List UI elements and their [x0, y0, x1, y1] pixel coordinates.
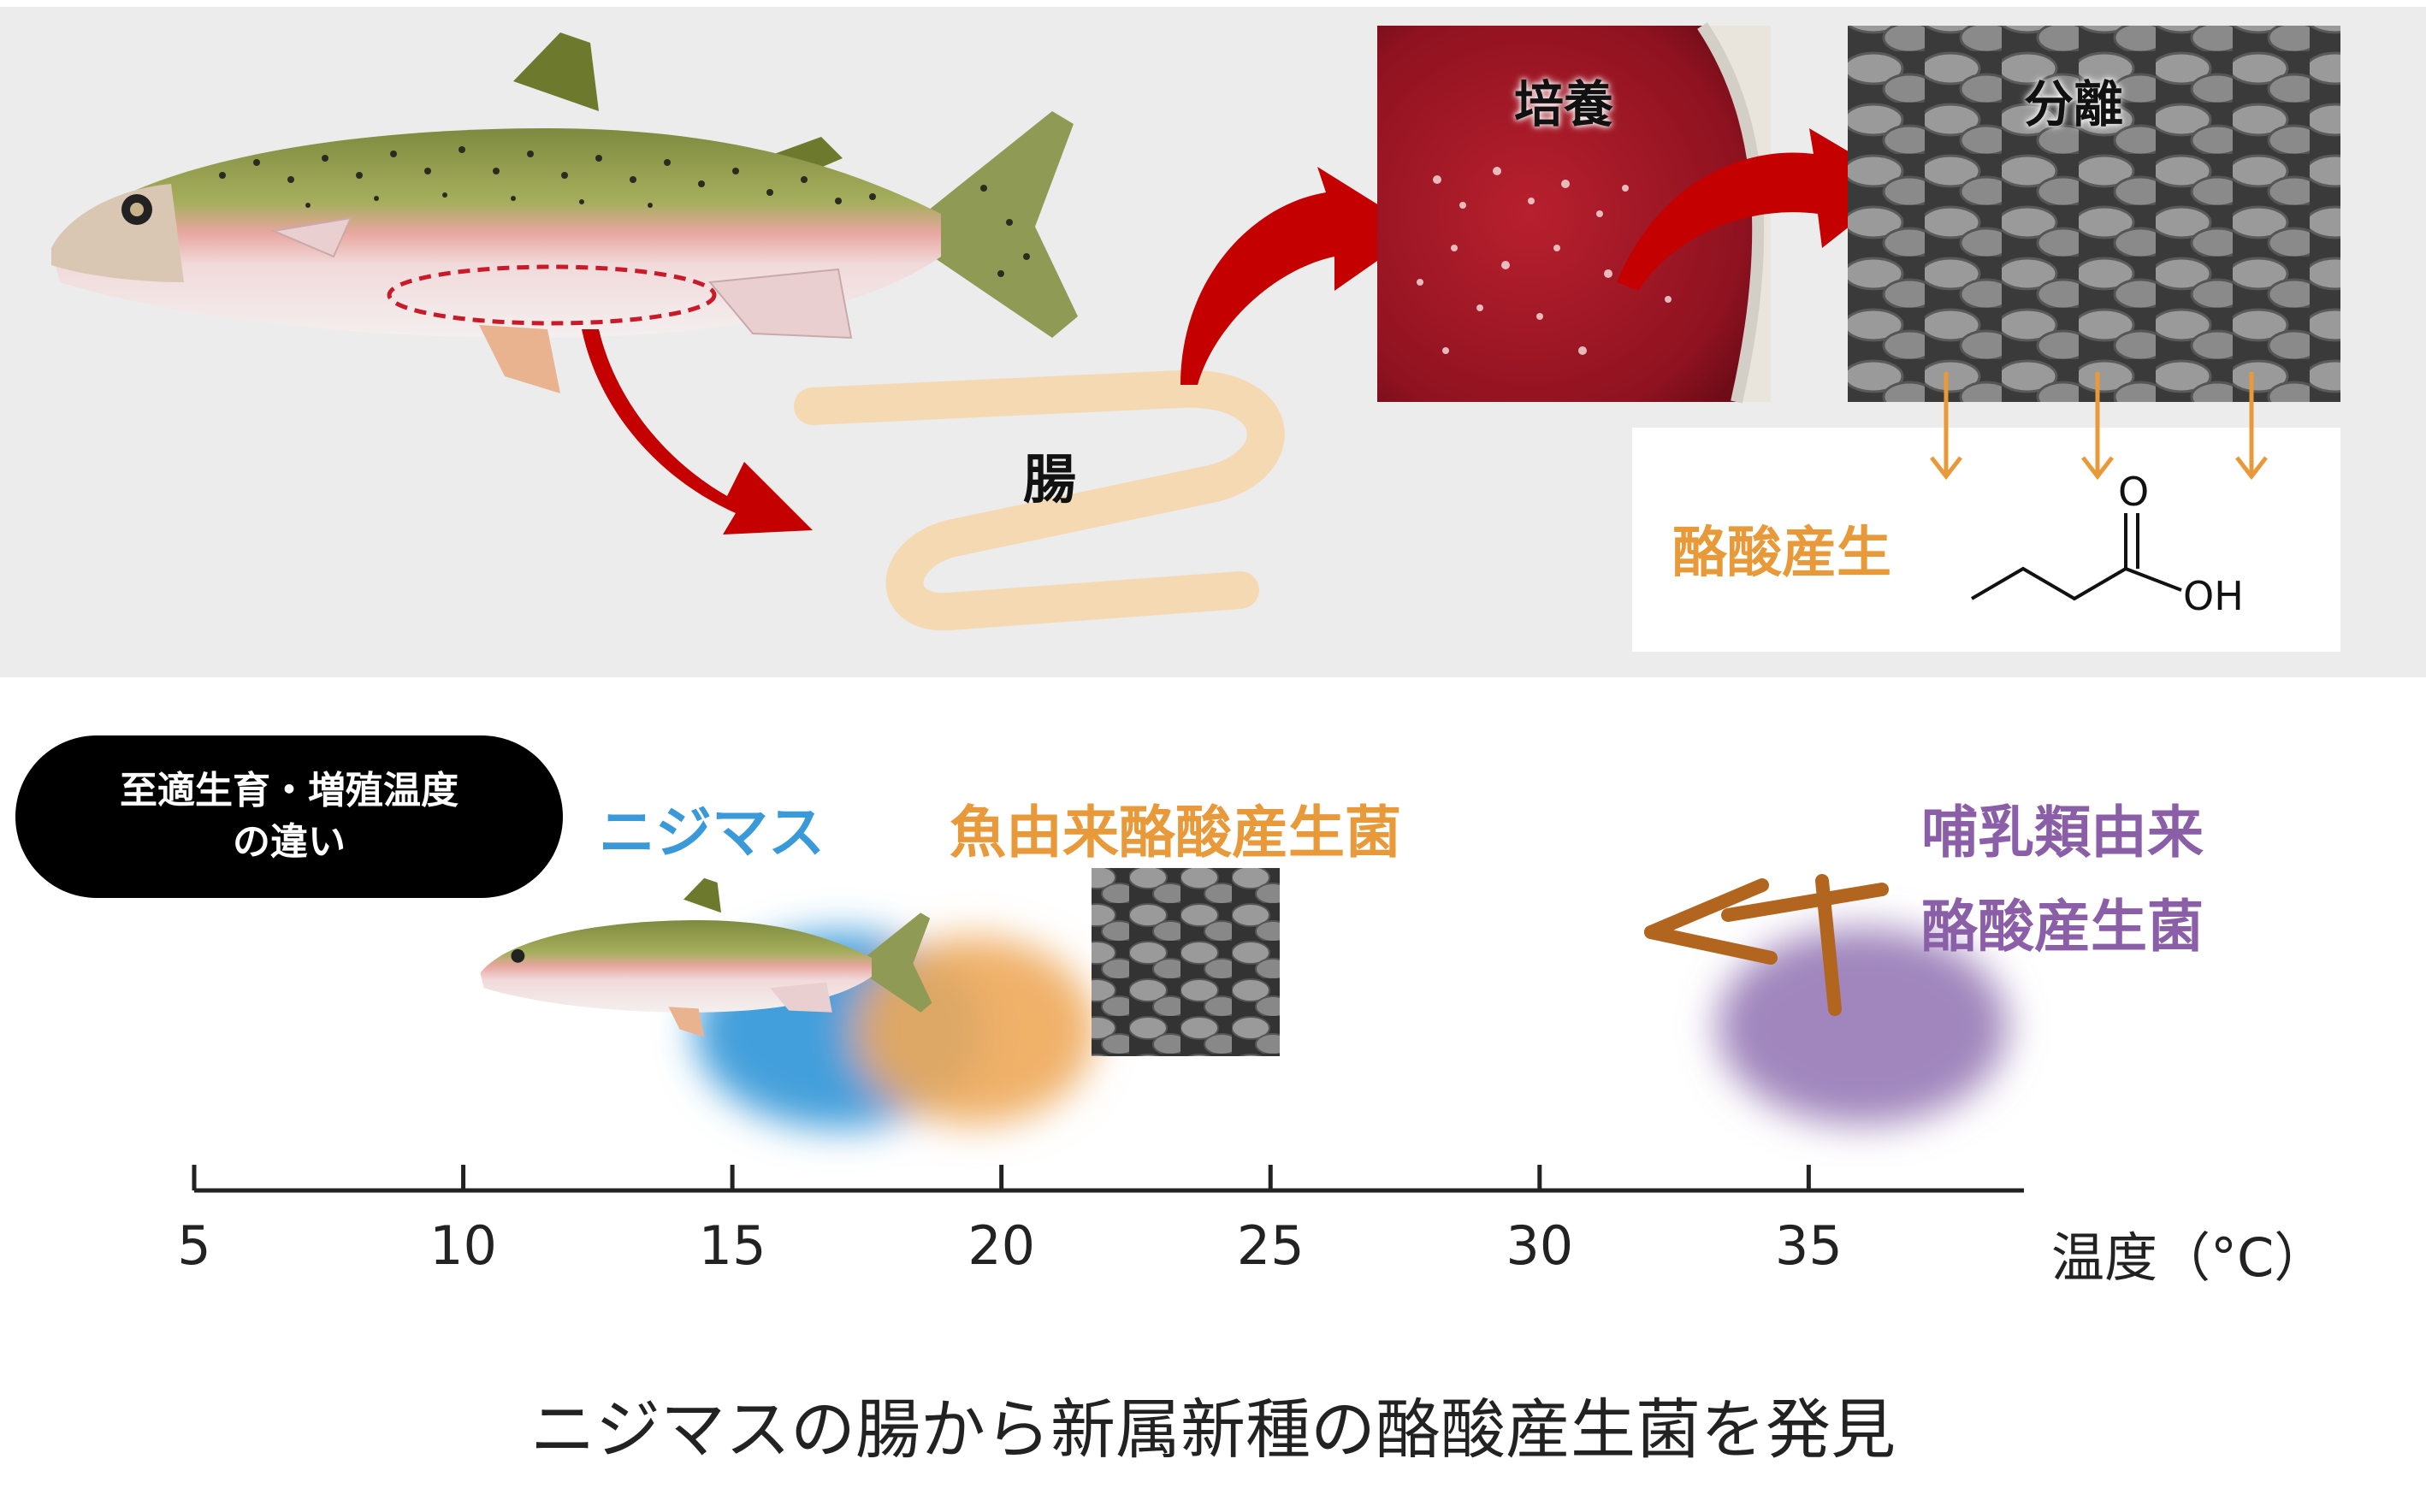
molecule-oh-label: OH: [2183, 573, 2244, 619]
axis-tick-label: 35: [1774, 1214, 1843, 1277]
butyric-acid-structure: [1970, 513, 2182, 601]
mammal-bacteria-label-line-1: 哺乳類由来: [1921, 800, 2204, 865]
pill-line-2: の違い: [233, 820, 346, 864]
axis-tick-label: 30: [1506, 1214, 1574, 1277]
butyrate-production-label: 酪酸産生: [1672, 522, 1891, 585]
isolation-label: 分離: [2024, 75, 2124, 133]
mammal-bacteria-label-line-2: 酪酸産生菌: [1921, 894, 2204, 960]
butyrate-arrows: [1930, 372, 2268, 481]
rod-bacteria-sketch: [1644, 874, 1889, 1016]
fish-bacteria-series-label: 魚由来酪酸産生菌: [950, 800, 1401, 865]
axis-unit-label: 温度（°C）: [2051, 1226, 2328, 1289]
small-trout-illustration: [480, 877, 932, 1037]
molecule-o-label: O: [2118, 469, 2150, 515]
culture-label: 培養: [1514, 75, 1614, 133]
intestine-label: 腸: [1023, 448, 1077, 511]
arrow-intestine-to-culture: [1180, 167, 1420, 385]
optimal-temperature-pill: 至適生育・増殖温度 の違い: [15, 735, 563, 898]
pill-line-1: 至適生育・増殖温度: [120, 769, 459, 812]
intestine-illustration: [794, 369, 1285, 631]
temperature-axis: [192, 1165, 2024, 1193]
trout-series-label: ニジマス: [599, 800, 825, 865]
small-sem-photo: [1092, 868, 1280, 1056]
arrow-fish-to-intestine: [582, 329, 813, 535]
axis-tick-label: 5: [177, 1214, 211, 1277]
arrow-culture-to-isolation: [1617, 128, 1903, 291]
axis-tick-label: 25: [1236, 1214, 1305, 1277]
axis-tick-label: 20: [967, 1214, 1036, 1277]
axis-tick-label: 15: [698, 1214, 766, 1277]
trout-illustration: [51, 32, 1078, 393]
sem-bacteria-photo: [1848, 26, 2340, 402]
axis-tick-label: 10: [429, 1214, 497, 1277]
mammal-bacteria-range-blob: [1717, 928, 2009, 1125]
butyrate-box: [1632, 428, 2340, 652]
figure-caption: ニジマスの腸から新属新種の酪酸産生菌を発見: [530, 1391, 1896, 1468]
